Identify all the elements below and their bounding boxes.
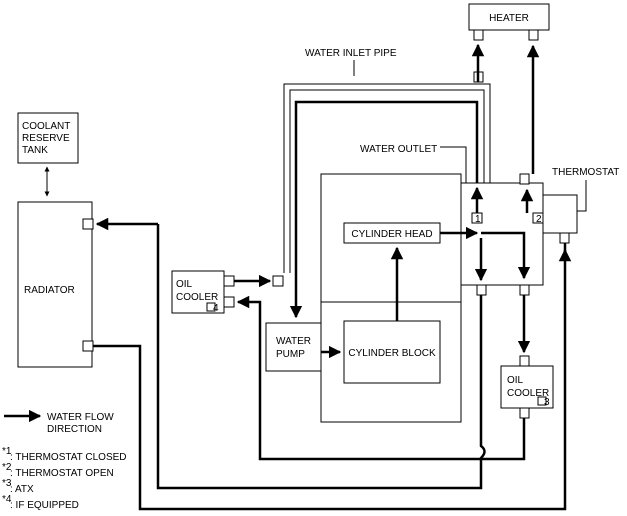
oil-cooler-right-note: 3 [544,397,550,408]
coolant-reserve-tank-box [17,112,79,164]
coolant-reserve-tank-label-3: TANK [22,145,48,156]
thermostat-port-top [519,173,530,185]
thermostat-label: THERMOSTAT [552,167,619,178]
flow-outlet-to-oil-cooler-left [156,224,486,490]
water-outlet-label: WATER OUTLET [360,144,437,155]
outlet-port-bottom-left [476,284,487,296]
oil-cooler-left-note: 4 [213,303,219,314]
footnote-1-mark: *1 [2,446,12,457]
water-inlet-pipe-outer [283,83,491,273]
footnote-3-mark: *3 [2,478,12,489]
water-inlet-pipe-inner [289,89,485,273]
thermostat-box [542,194,578,234]
radiator-label: RADIATOR [24,285,75,296]
oil-cooler-left-label-1: OIL [176,279,193,290]
footnote-1-text: : THERMOSTAT CLOSED [10,452,127,463]
water-pump-label-1: WATER [276,336,311,347]
footnote-4-text: : IF EQUIPPED [10,500,79,511]
coolant-reserve-tank-label-1: COOLANT [22,121,70,132]
radiator-port-top [82,218,94,230]
marker-2-label: 2 [536,214,542,225]
oil-cooler-right-label-2: COOLER [507,388,549,399]
water-pump-label-2: PUMP [276,349,305,360]
cylinder-block-label: CYLINDER BLOCK [348,348,436,359]
flow-split-right [481,231,531,280]
oil-cooler-left-label-2: COOLER [176,292,218,303]
water-outlet-leader [440,146,467,183]
outlet-port-bottom-right [519,284,530,296]
heater-port-right [528,29,539,41]
radiator-port-bottom [82,340,94,352]
legend-flow-label-2: DIRECTION [47,424,102,435]
engine-outline [320,173,462,423]
oil-cooler-right-port-top [519,355,530,367]
oil-cooler-left-port-top [223,275,235,287]
footnote-4-mark: *4 [2,494,12,505]
radiator-box [17,201,93,368]
oil-cooler-right-port-bottom [519,407,530,419]
flow-inlet-to-pump [289,100,479,319]
cylinder-head-label: CYLINDER HEAD [351,229,432,240]
heater-port-left [473,29,484,41]
marker-1-label: 1 [475,214,481,225]
oil-cooler-left-note-box [206,302,216,312]
thermostat-leader [577,180,587,212]
oil-cooler-right-label-1: OIL [507,375,524,386]
flow-oil-cooler-right-return [236,295,526,461]
flow-radiator-bottom-return [93,248,572,511]
cylinder-block-box [343,320,441,384]
oil-cooler-right-note-box [537,396,547,406]
coolant-reserve-tank-label-2: RESERVE [22,133,70,144]
thermostat-port-bottom [559,232,570,244]
water-inlet-pipe-label: WATER INLET PIPE [305,48,397,59]
heater-box [468,3,550,31]
block-port-left [272,275,284,287]
legend-flow-label-1: WATER FLOW [47,412,114,423]
heater-label: HEATER [489,13,529,24]
oil-cooler-left-port-bottom [223,296,235,308]
footnote-2-text: : THERMOSTAT OPEN [10,468,114,479]
marker-2-box [532,212,544,224]
footnote-2-mark: *2 [2,462,12,473]
water-pump-box [265,322,322,372]
footnote-3-text: : ATX [10,484,34,495]
